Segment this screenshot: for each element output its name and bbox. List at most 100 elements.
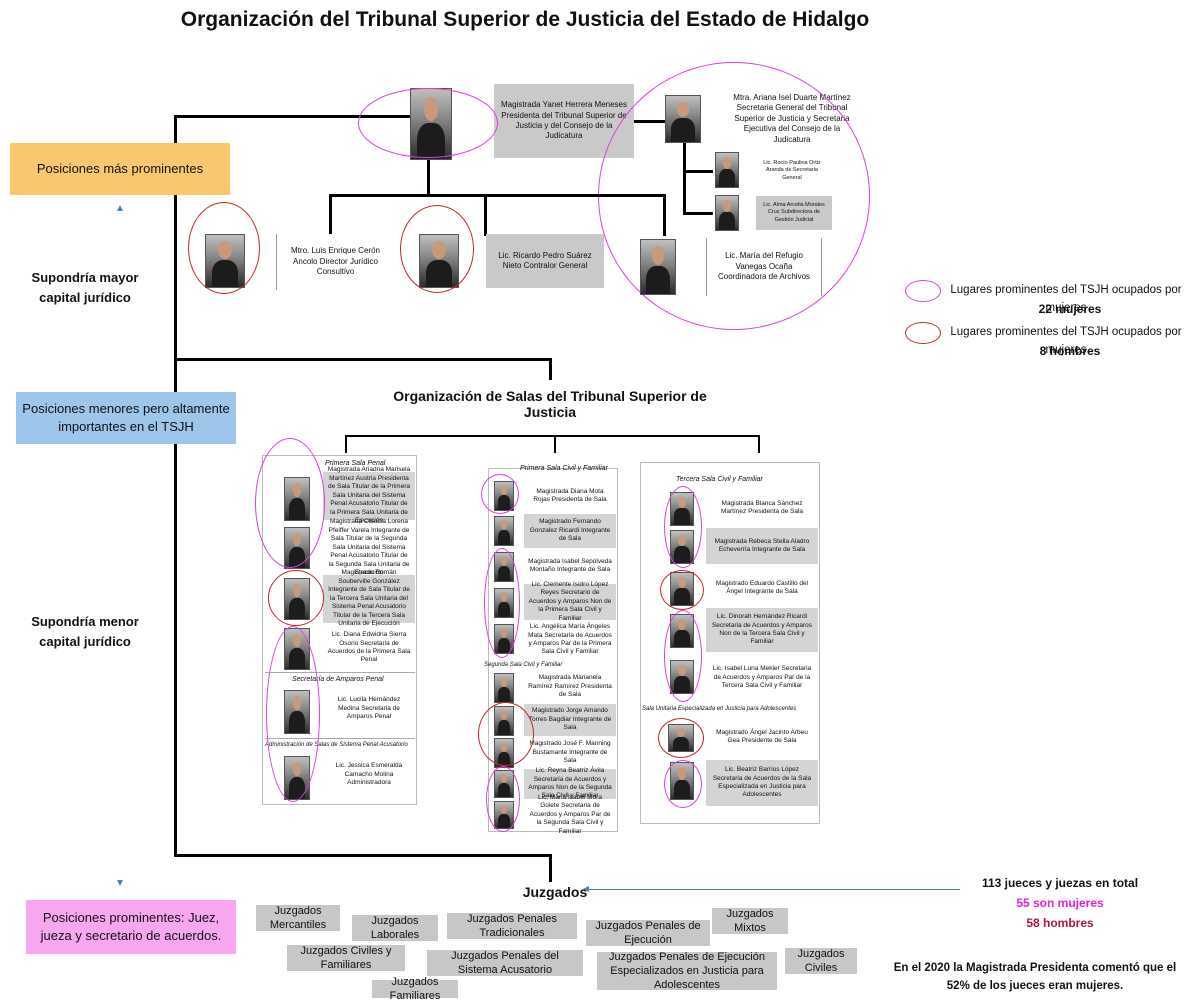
penal-sep-1: [265, 672, 415, 673]
civil-row-1: Magistrada Diana Mota Rojas Presidenta d…: [524, 480, 616, 512]
juzgados-stats-connector: [588, 889, 960, 890]
stats-women: 55 son mujeres: [1016, 896, 1104, 910]
court-civiles: Juzgados Civiles: [785, 948, 857, 974]
archivos-box: Lic. María del Refugio Vanegas Ocaña Coo…: [706, 238, 822, 296]
court-penales-acusatorio: Juzgados Penales del Sistema Acusatorio: [427, 950, 583, 976]
civil-row-5: Lic. Angélica María Ángeles Mata Secreta…: [524, 622, 616, 658]
prominent-positions-label: Posiciones más prominentes: [10, 143, 230, 195]
penal-men-ring: [268, 570, 324, 626]
tercera-row-4: Lic. Dinorah Hernández Ricardi Secretari…: [706, 608, 818, 652]
penal-row-3: Magistrado Román Souberville González In…: [323, 569, 415, 627]
juzgados-connector-arrow-icon: [583, 886, 589, 892]
tercera-adol-row-2: Lic. Beatriz Barrios López Secretaria de…: [706, 760, 818, 806]
bottom-positions-label: Posiciones prominentes: Juez, jueza y se…: [26, 900, 236, 954]
juridico-men-ring: [188, 202, 260, 294]
juzgados-drop: [549, 854, 552, 882]
civil-women-ring-1: [481, 474, 519, 514]
salas-branch: [345, 435, 760, 437]
sala-civil-title: Primera Sala Civil y Familiar: [520, 465, 608, 472]
spine-top-branch: [174, 115, 412, 118]
penal-row-1: Magistrada Ariadna Marisela Martínez Aus…: [323, 466, 415, 524]
tercera-women-ring-3: [664, 760, 702, 808]
level2-drop-2: [484, 194, 487, 236]
president-down-line: [427, 160, 430, 196]
court-penales-tradicionales: Juzgados Penales Tradicionales: [447, 913, 577, 939]
tercera-men-ring-1: [660, 570, 704, 610]
arrow-down-1: [117, 880, 123, 886]
sala-penal-title: Primera Sala Penal: [325, 460, 386, 467]
tercera-row-5: Lic. Isabel Luna Mekler Secretaria de Ac…: [706, 656, 818, 700]
civil-row-3: Magistrada Isabel Sepúlveda Montaño Inte…: [524, 550, 616, 582]
main-spine: [174, 115, 177, 857]
minor-positions-label: Posiciones menores pero altamente import…: [16, 392, 236, 444]
stats-men: 58 hombres: [1026, 916, 1094, 930]
archivos-photo: [640, 239, 676, 295]
lower-capital-label: Supondría menor capital jurídico: [31, 614, 139, 649]
president-women-ring: [358, 88, 498, 158]
civil-photo-2: [494, 516, 514, 546]
civil-second-row-3: Magistrado José F. Manning Bustamante In…: [524, 738, 616, 768]
court-laborales: Juzgados Laborales: [352, 915, 438, 941]
salas-drop-3: [758, 435, 760, 453]
civil-second-row-5: Lic. Maria Isabel Mora Goiete Secretaria…: [524, 794, 616, 835]
level2-branch: [329, 194, 665, 197]
level2-drop-1: [329, 194, 332, 236]
civil-second-row-1: Magistrada Marianela Ramírez Ramírez Pre…: [524, 672, 616, 702]
court-mercantiles: Juzgados Mercantiles: [256, 905, 340, 931]
penal-row-2: Magistrada Claudia Lorena Pfeiffer Varel…: [323, 518, 415, 576]
legend-men-count: 8 hombres: [1039, 344, 1101, 358]
civil-second-row-2: Magistrado Jorge Amando Torres Bagdiar I…: [524, 704, 616, 736]
salas-title: Organización de Salas del Tribunal Super…: [393, 388, 707, 420]
court-civiles-familiares: Juzgados Civiles y Familiares: [287, 945, 405, 971]
court-familiares: Juzgados Familiares: [372, 976, 458, 1002]
penal-amparo-title: Secretaría de Amparos Penal: [292, 676, 384, 683]
tercera-women-ring-2: [664, 610, 702, 702]
civil-women-ring-3: [486, 766, 520, 832]
legend-men-ring: [905, 322, 941, 344]
legend-women-label: Lugares prominentes del TSJH ocupados po…: [950, 284, 1182, 314]
tercera-men-ring-2: [658, 718, 704, 758]
court-ejecucion-adolescentes: Juzgados Penales de Ejecución Especializ…: [597, 951, 777, 991]
salas-drop-2: [554, 435, 556, 453]
court-mixtos: Juzgados Mixtos: [712, 908, 788, 934]
civil-row-4: Lic. Clemente Isidro López Reyes Secreta…: [524, 581, 616, 622]
arrow-up-1: [117, 205, 123, 211]
penal-women-ring-1: [255, 438, 325, 568]
penal-sep-2: [265, 738, 415, 739]
spine-salas-branch: [174, 358, 552, 361]
juridico-box: Mtro. Luis Enrique Cerón Ancolo Director…: [276, 234, 394, 290]
tercera-row-1: Magistrada Blanca Sánchez Martínez Presi…: [706, 490, 818, 526]
juzgados-title: Juzgados: [522, 884, 588, 900]
legend-women-ring: [905, 280, 941, 302]
penal-row-4: Lic. Diana Edwidna Sierra Osorio Secreta…: [323, 626, 415, 670]
tercera-row-3: Magistrado Eduardo Castillo del Ángel In…: [706, 570, 818, 606]
legend-men-label: Lugares prominentes del TSJH ocupados po…: [950, 326, 1182, 356]
page-title: Organización del Tribunal Superior de Ju…: [180, 8, 870, 31]
civil-second-title: Segunda Sala Civil y Familiar: [484, 662, 563, 668]
contralor-box: Lic. Ricardo Pedro Suárez Nieto Contralo…: [486, 234, 604, 288]
sala-tercera-title: Tercera Sala Civil y Familiar: [676, 476, 763, 483]
level2-drop-3: [663, 194, 666, 236]
contralor-men-ring: [400, 205, 474, 293]
tercera-women-ring-1: [664, 486, 702, 568]
civil-photo-6: [494, 673, 514, 703]
civil-women-ring-2: [484, 548, 520, 658]
penal-admin-title: Administración de Salas de Sistema Penal…: [265, 742, 408, 748]
stats-note: En el 2020 la Magistrada Presidenta come…: [893, 962, 1177, 992]
tercera-adol-row-1: Magistrado Ángel Jacinto Arbeu Gea Presi…: [706, 720, 818, 754]
spine-juzgados-branch: [174, 854, 552, 857]
civil-second-row-4: Lic. Reyna Beatriz Ávila Secretaria de A…: [524, 767, 616, 799]
penal-amparo-row: Lic. Lucila Hernández Medina Secretaria …: [323, 692, 415, 726]
stats-total: 113 jueces y juezas en total: [981, 876, 1139, 890]
court-penales-ejecucion: Juzgados Penales de Ejecución: [586, 920, 710, 946]
penal-women-ring-2: [266, 626, 320, 802]
higher-capital-label: Supondría mayor capital jurídico: [31, 270, 139, 305]
penal-admin-row: Lic. Jessica Esmeralda Camacho Molina Ad…: [323, 758, 415, 792]
salas-drop: [549, 358, 552, 380]
salas-drop-1: [345, 435, 347, 453]
civil-men-ring: [478, 702, 534, 766]
civil-row-2: Magistrado Fernando Gonzalez Ricardi Int…: [524, 514, 616, 548]
tercera-row-2: Magistrada Rebeca Stella Aladro Echeverr…: [706, 528, 818, 564]
legend-women-count: 22 mujeres: [1038, 302, 1102, 316]
tercera-adol-title: Sala Unitaria Especializada en Justicia …: [642, 706, 797, 712]
